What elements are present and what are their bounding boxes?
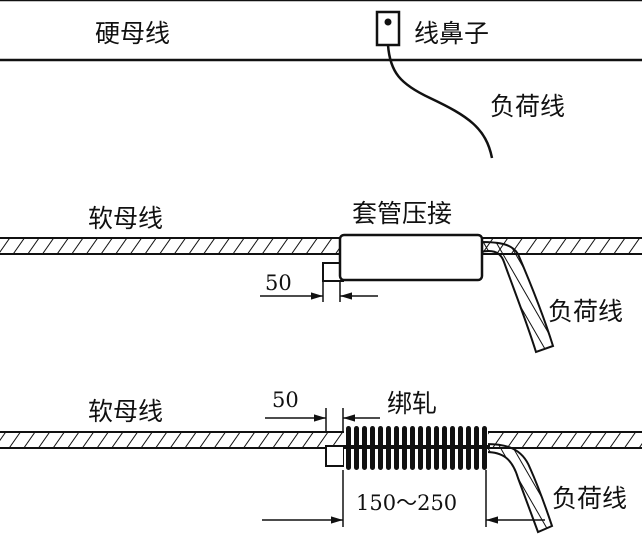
crimp-sleeve: [338, 233, 484, 282]
load-wire-1: [386, 44, 494, 159]
lug-bolt-hole: [384, 18, 392, 26]
load-wire-3: [485, 442, 554, 534]
soft-busbar-2-label: 软母线: [88, 204, 163, 233]
binding-tail-stub: [325, 445, 345, 467]
section-binding: 软母线 绑轧 50 150～250 负荷线: [0, 388, 642, 534]
soft-busbar-3: [0, 431, 642, 449]
cable-lug: [375, 10, 401, 47]
load-wire-2-label: 负荷线: [548, 297, 623, 326]
load-wire-3-label: 负荷线: [552, 484, 627, 513]
hard-busbar: [0, 0, 642, 62]
sleeve-crimp-label: 套管压接: [352, 199, 452, 228]
binding-core-line: [344, 445, 490, 449]
lug-label: 线鼻子: [414, 19, 489, 48]
hard-busbar-label: 硬母线: [95, 19, 170, 48]
soft-busbar-2: [0, 237, 642, 255]
dim3-top-value: 50: [272, 388, 299, 412]
binding-label: 绑轧: [387, 389, 437, 418]
binding-coil: [344, 426, 490, 470]
soft-busbar-3-label: 软母线: [88, 397, 163, 426]
section-sleeve-crimp: 软母线 套管压接 50 负荷线: [0, 199, 642, 354]
load-wire-2: [479, 240, 555, 354]
load-wire-1-label: 负荷线: [490, 92, 565, 121]
section-hard-busbar: 硬母线 线鼻子 负荷线: [0, 0, 642, 159]
dim3-bottom-value: 150～250: [356, 491, 457, 515]
dim2-value: 50: [265, 271, 292, 295]
